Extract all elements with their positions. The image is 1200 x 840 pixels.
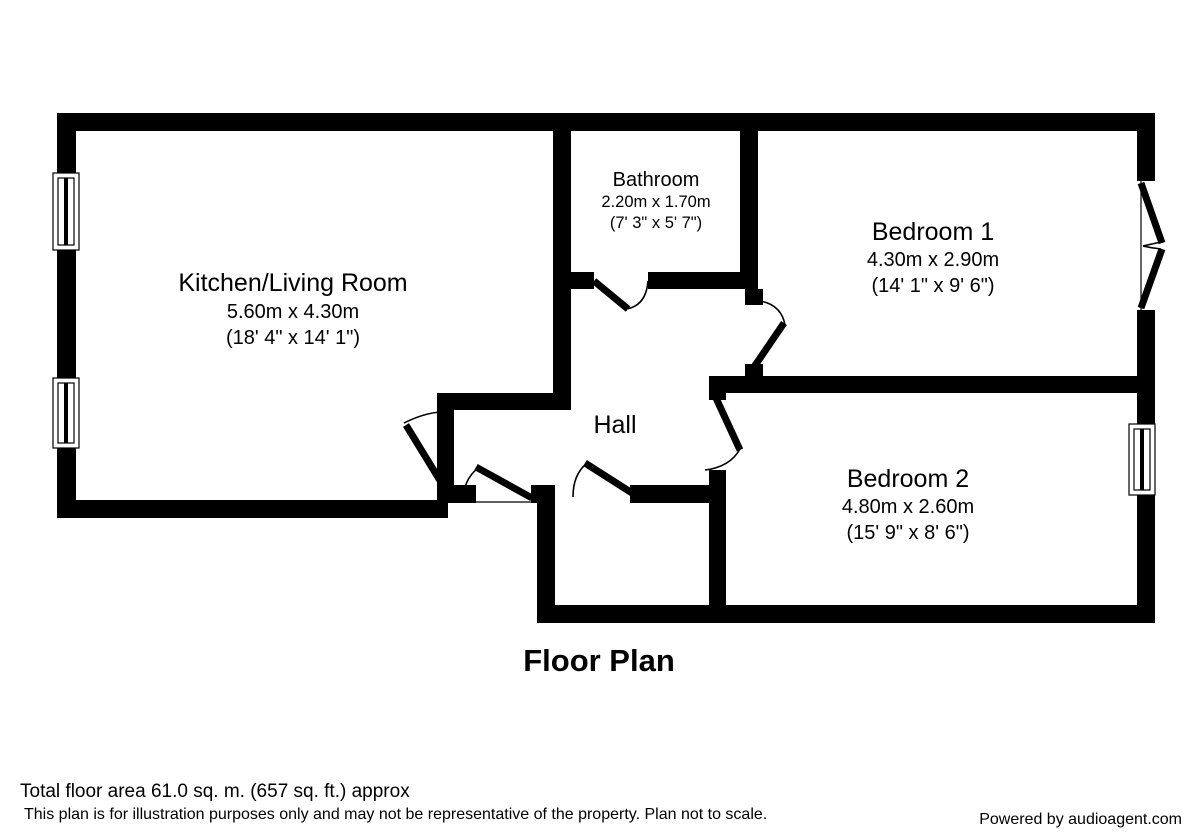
wall-bedroom1-bedroom2-divider [709, 376, 1155, 393]
wall-hall-bottom-stub-left [454, 485, 476, 503]
page-title: Floor Plan [523, 643, 675, 678]
door-bedroom1-hall [751, 299, 787, 369]
wall-exterior-left-upper [57, 113, 76, 173]
wall-kitchen-step-vertical [437, 393, 454, 503]
wall-kitchen-step-horizontal [437, 393, 571, 410]
room-label-hall: Hall [593, 411, 636, 439]
footer: Total floor area 61.0 sq. m. (657 sq. ft… [20, 781, 1182, 828]
window-kitchen-lower [52, 377, 80, 449]
room-name-bathroom: Bathroom [613, 169, 700, 191]
room-label-bathroom: Bathroom 2.20m x 1.70m (7' 3" x 5' 7") [601, 169, 710, 232]
door-hall-lower-right [572, 460, 634, 498]
wall-hall-bedroom2-lower [709, 470, 726, 623]
wall-exterior-left-middle [57, 250, 76, 378]
wall-exterior-right-upper [1137, 113, 1155, 181]
footer-disclaimer: This plan is for illustration purposes o… [24, 806, 767, 823]
room-metric-bathroom: 2.20m x 1.70m [601, 193, 710, 211]
wall-exterior-right-lower [1137, 495, 1155, 623]
footer-powered-by: Powered by audioagent.com [979, 811, 1182, 828]
wall-bathroom-bedroom1-partition [740, 113, 758, 281]
wall-bathroom-bottom-right [648, 272, 758, 289]
room-imperial-bathroom: (7' 3" x 5' 7") [610, 214, 702, 232]
room-metric-bedroom-1: 4.30m x 2.90m [867, 249, 999, 271]
door-bedroom2-hall [704, 396, 744, 471]
room-name-bedroom-2: Bedroom 2 [847, 465, 969, 493]
room-imperial-bedroom-1: (14' 1" x 9' 6") [872, 275, 995, 297]
window-group [52, 172, 1156, 496]
wall-exterior-top [57, 113, 1155, 131]
room-imperial-bedroom-2: (15' 9" x 8' 6") [847, 522, 970, 544]
wall-group [57, 113, 1155, 623]
wall-hall-extension-left [537, 490, 555, 623]
door-hall-lower-left [462, 463, 534, 503]
door-group [403, 181, 1166, 503]
window-bedroom2 [1128, 423, 1156, 496]
room-name-kitchen-living-room: Kitchen/Living Room [178, 269, 407, 297]
window-kitchen-upper [52, 172, 80, 251]
wall-kitchen-bathroom-partition [553, 113, 571, 393]
room-name-hall: Hall [593, 411, 636, 439]
room-labels: Kitchen/Living Room 5.60m x 4.30m (18' 4… [178, 169, 999, 544]
room-label-kitchen-living-room: Kitchen/Living Room 5.60m x 4.30m (18' 4… [178, 269, 407, 349]
room-metric-kitchen-living-room: 5.60m x 4.30m [227, 301, 359, 323]
room-label-bedroom-1: Bedroom 1 4.30m x 2.90m (14' 1" x 9' 6") [867, 218, 999, 297]
room-imperial-kitchen-living-room: (18' 4" x 14' 1") [226, 327, 360, 349]
wall-bathroom-bottom-left-stub [566, 272, 594, 289]
room-label-bedroom-2: Bedroom 2 4.80m x 2.60m (15' 9" x 8' 6") [842, 465, 974, 544]
wall-hall-bedroom1-jamb-top [745, 289, 763, 305]
wall-hall-bottom-stub-mid [531, 485, 555, 503]
wall-exterior-bottom-left [57, 500, 448, 518]
footer-total-area: Total floor area 61.0 sq. m. (657 sq. ft… [20, 781, 410, 802]
door-kitchen-hall-upper [403, 411, 447, 489]
wall-exterior-right-middle [1137, 310, 1155, 424]
door-bedroom1-french-exterior [1137, 181, 1166, 310]
wall-hall-bedroom2-jamb-top [709, 376, 726, 400]
wall-hall-bottom-right [630, 485, 726, 503]
room-metric-bedroom-2: 4.80m x 2.60m [842, 496, 974, 518]
wall-exterior-bottom-right [537, 605, 1155, 623]
door-bathroom [591, 278, 649, 312]
room-name-bedroom-1: Bedroom 1 [872, 218, 994, 246]
